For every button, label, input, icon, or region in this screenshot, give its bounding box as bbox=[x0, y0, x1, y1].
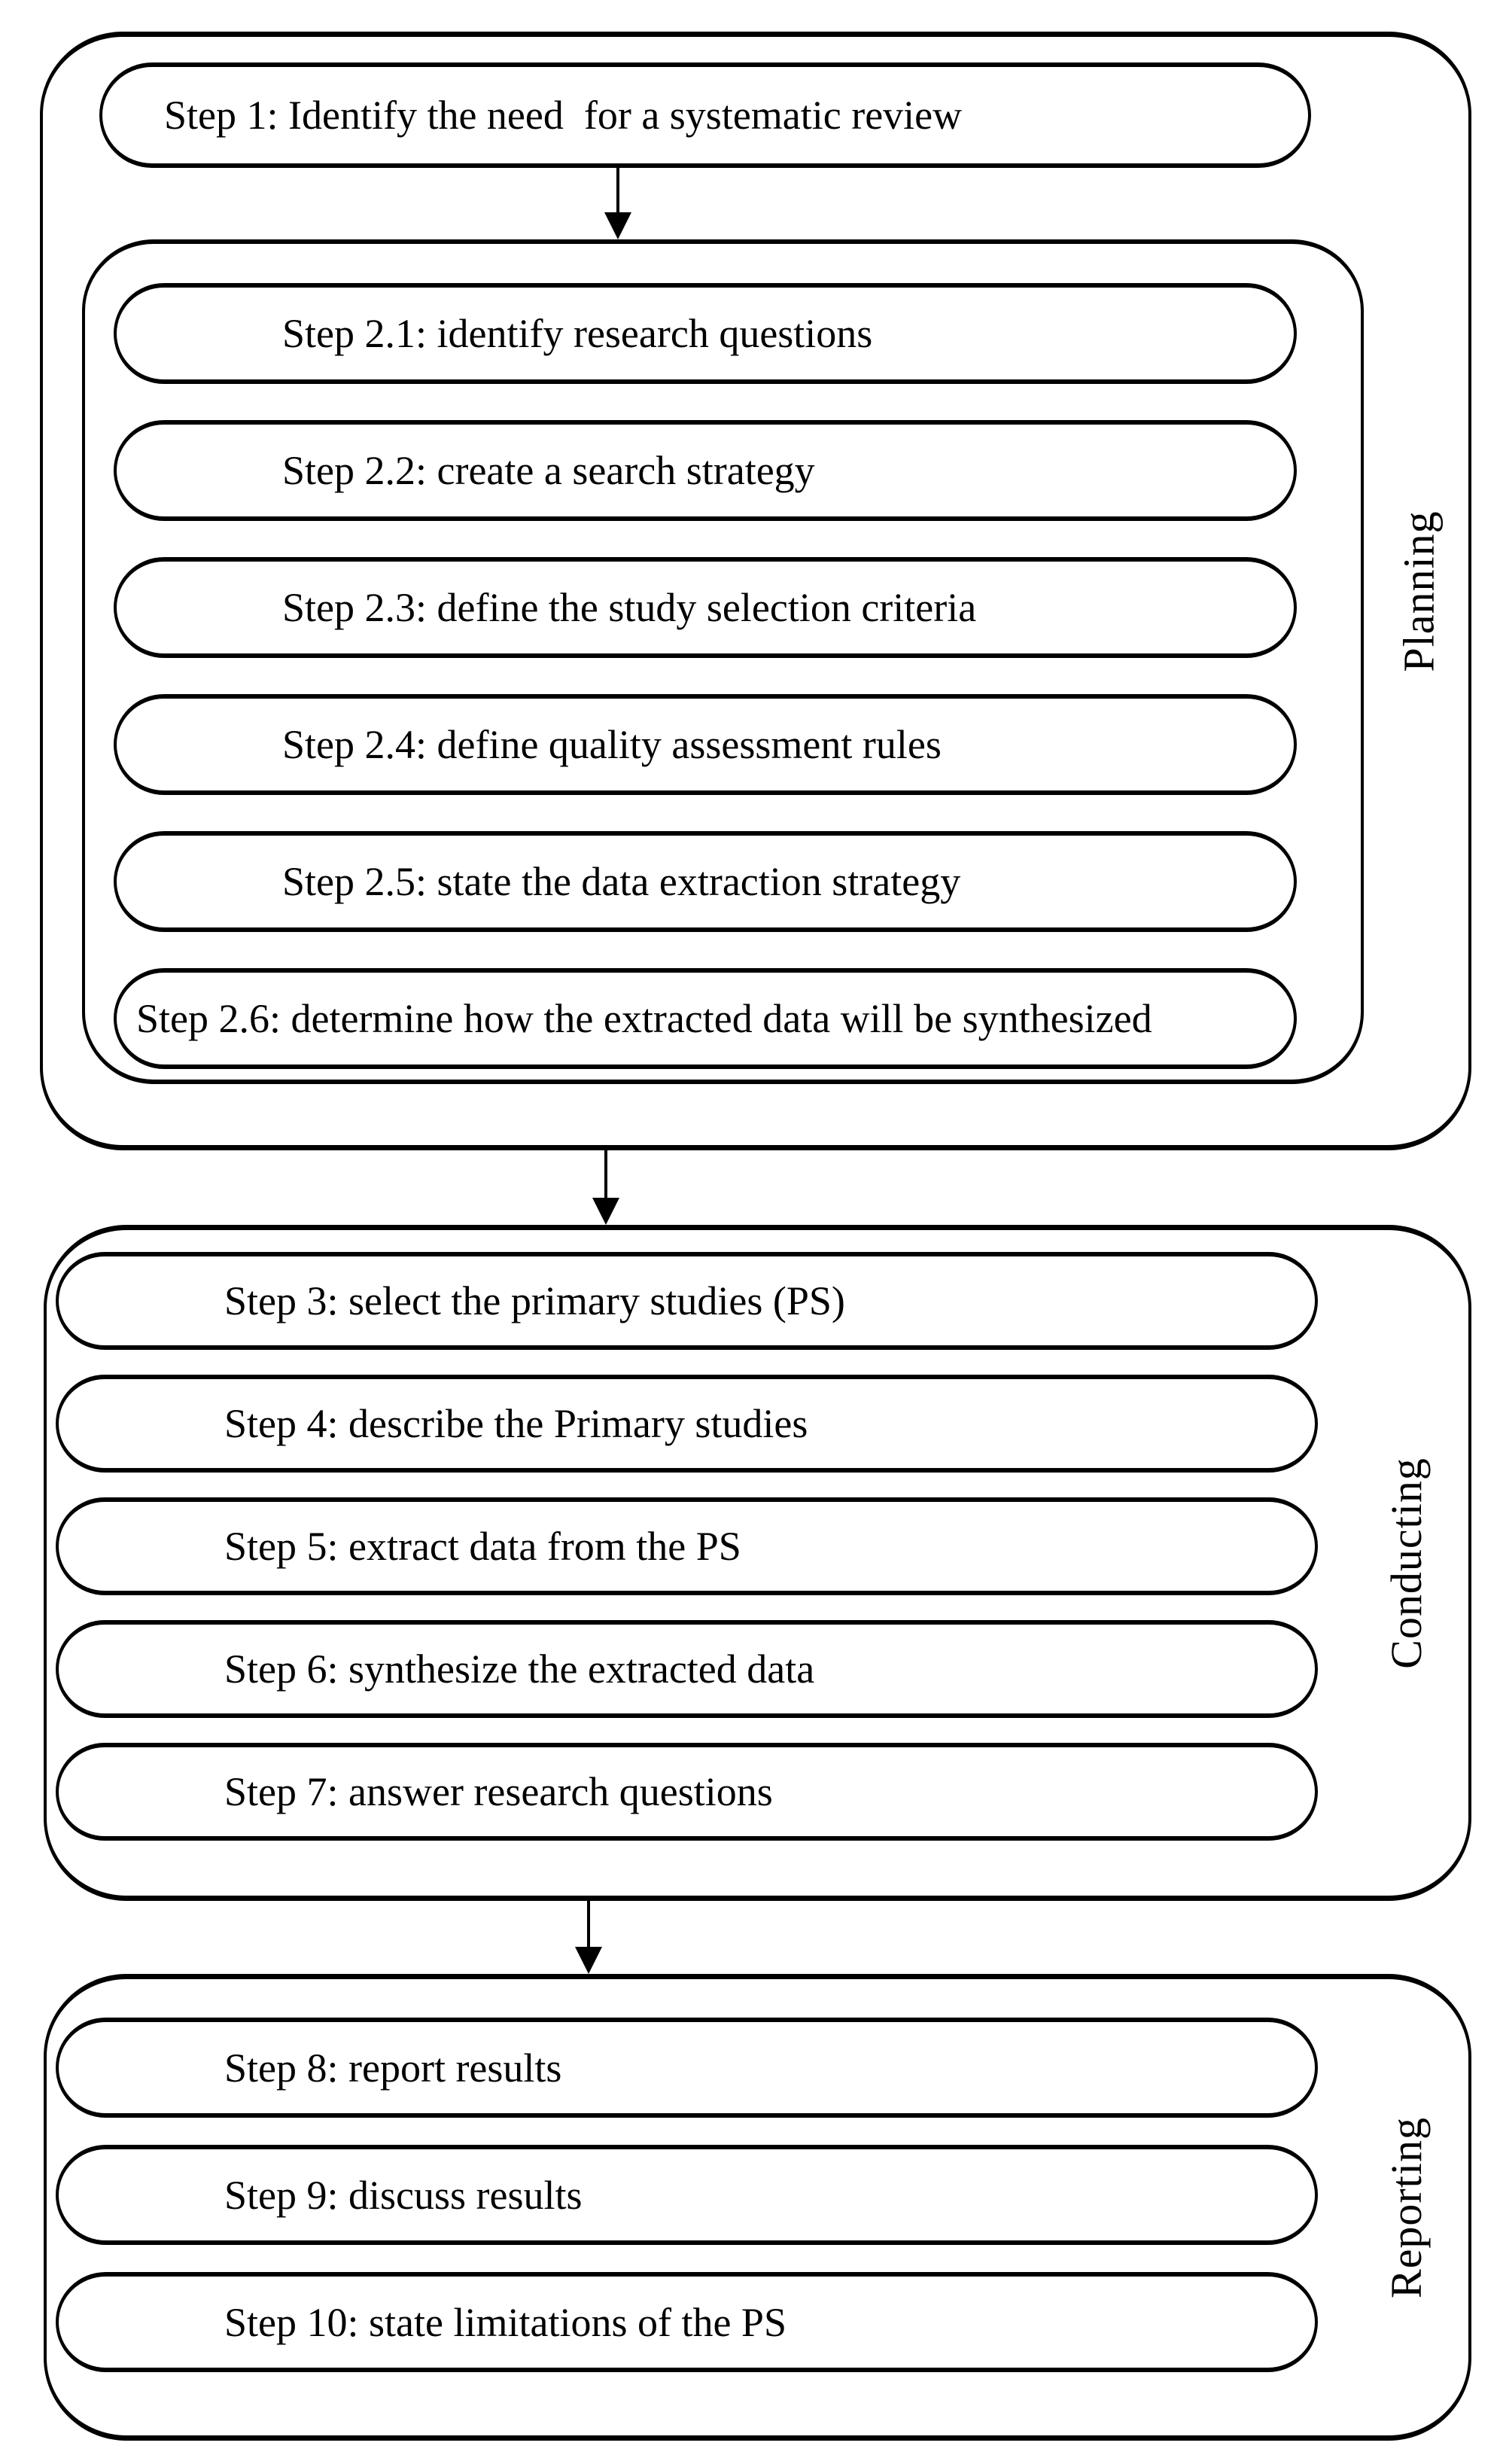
step-2-4-box: Step 2.4: define quality assessment rule… bbox=[114, 694, 1297, 795]
step-3-label: Step 3: select the primary studies (PS) bbox=[224, 1278, 845, 1323]
step-10-label: Step 10: state limitations of the PS bbox=[224, 2299, 787, 2345]
step-4-label: Step 4: describe the Primary studies bbox=[224, 1401, 808, 1446]
step-7-label: Step 7: answer research questions bbox=[224, 1769, 773, 1814]
step-2-3-box: Step 2.3: define the study selection cri… bbox=[114, 557, 1297, 658]
step-1-box: Step 1: Identify the need for a systemat… bbox=[99, 62, 1311, 168]
step-2-4-label: Step 2.4: define quality assessment rule… bbox=[282, 722, 942, 767]
step-9-box: Step 9: discuss results bbox=[56, 2145, 1318, 2245]
step-5-label: Step 5: extract data from the PS bbox=[224, 1524, 741, 1569]
step-3-box: Step 3: select the primary studies (PS) bbox=[56, 1252, 1318, 1350]
step-2-5-box: Step 2.5: state the data extraction stra… bbox=[114, 831, 1297, 932]
step-2-6-label: Step 2.6: determine how the extracted da… bbox=[136, 996, 1152, 1041]
step-10-box: Step 10: state limitations of the PS bbox=[56, 2272, 1318, 2372]
step-2-2-label: Step 2.2: create a search strategy bbox=[282, 448, 815, 493]
reporting-steps-column: Step 8: report results Step 9: discuss r… bbox=[56, 1979, 1318, 2372]
step-8-label: Step 8: report results bbox=[224, 2045, 562, 2091]
step-8-box: Step 8: report results bbox=[56, 2018, 1318, 2118]
conducting-phase-group: Step 3: select the primary studies (PS) … bbox=[44, 1225, 1471, 1901]
step-2-1-box: Step 2.1: identify research questions bbox=[114, 283, 1297, 384]
step-2-3-label: Step 2.3: define the study selection cri… bbox=[282, 585, 977, 630]
step-1-label: Step 1: Identify the need for a systemat… bbox=[164, 93, 963, 138]
flow-arrow-conducting-to-reporting bbox=[587, 1901, 590, 1947]
conducting-label-gutter: Conducting bbox=[1343, 1230, 1468, 1896]
step-2-2-box: Step 2.2: create a search strategy bbox=[114, 420, 1297, 521]
planning-substeps-group: Step 2.1: identify research questions St… bbox=[82, 239, 1364, 1084]
step-6-box: Step 6: synthesize the extracted data bbox=[56, 1620, 1318, 1718]
phase-label-conducting: Conducting bbox=[1381, 1457, 1431, 1669]
reporting-label-gutter: Reporting bbox=[1343, 1979, 1468, 2435]
step-6-label: Step 6: synthesize the extracted data bbox=[224, 1646, 815, 1692]
planning-label-gutter: Planning bbox=[1369, 37, 1468, 1145]
step-2-5-label: Step 2.5: state the data extraction stra… bbox=[282, 859, 961, 904]
reporting-phase-group: Step 8: report results Step 9: discuss r… bbox=[44, 1974, 1471, 2441]
phase-label-reporting: Reporting bbox=[1381, 2116, 1431, 2298]
step-9-label: Step 9: discuss results bbox=[224, 2172, 583, 2218]
step-2-6-box: Step 2.6: determine how the extracted da… bbox=[114, 968, 1297, 1069]
conducting-steps-column: Step 3: select the primary studies (PS) … bbox=[56, 1230, 1318, 1841]
flow-arrow-planning-to-conducting bbox=[604, 1150, 607, 1198]
phase-label-planning: Planning bbox=[1394, 510, 1444, 672]
step-5-box: Step 5: extract data from the PS bbox=[56, 1497, 1318, 1595]
step-2-1-label: Step 2.1: identify research questions bbox=[282, 311, 873, 356]
planning-phase-group: Step 1: Identify the need for a systemat… bbox=[40, 32, 1471, 1150]
step-7-box: Step 7: answer research questions bbox=[56, 1743, 1318, 1841]
flow-arrow-step1-to-substeps bbox=[616, 168, 619, 212]
step-4-box: Step 4: describe the Primary studies bbox=[56, 1375, 1318, 1473]
